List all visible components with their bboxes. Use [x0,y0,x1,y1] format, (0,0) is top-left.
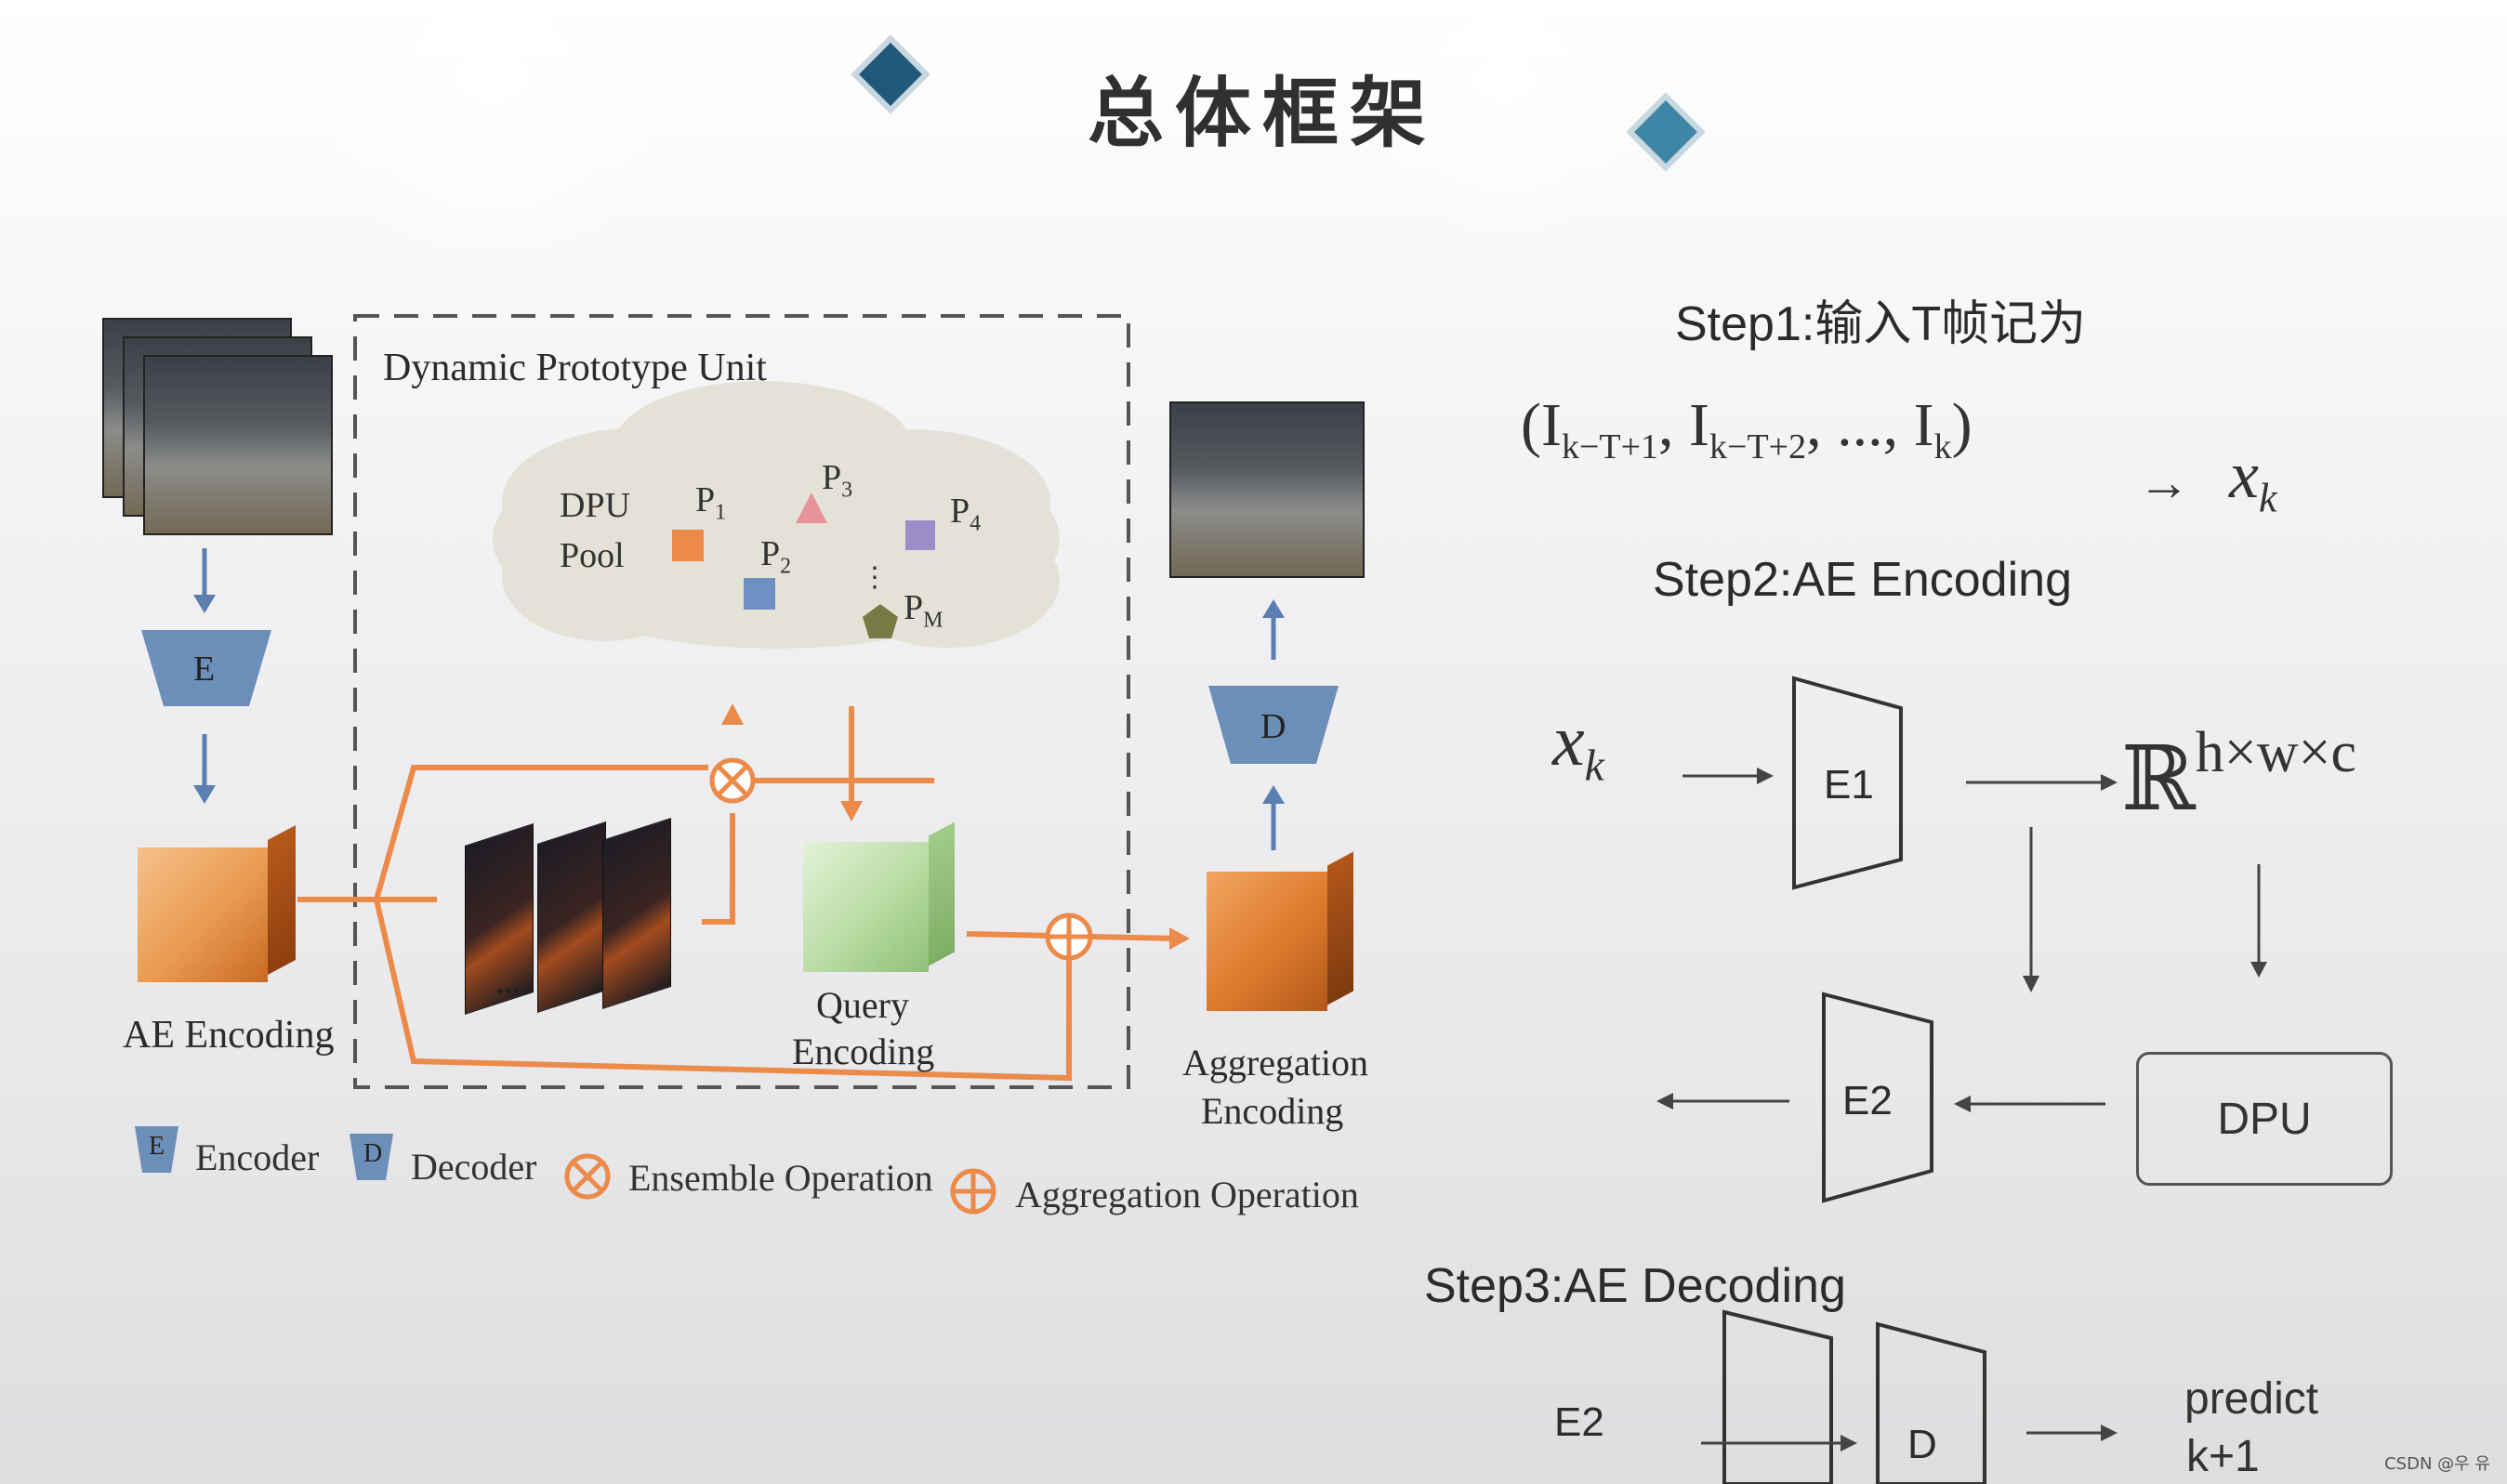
frames-ellipsis: ... [496,966,521,1002]
arrow-head [193,785,216,804]
dpu-box: DPU [2136,1052,2393,1186]
dpu-pool-line2: Pool [560,535,625,576]
legend-decoder: Decoder [411,1145,536,1189]
legend-encoder: Encoder [195,1136,319,1179]
prototype-p4-label: P4 [950,491,981,537]
step1-formula: (Ik−T+1, Ik−T+2, ..., Ik) [1521,390,1973,467]
prototype-p2-square [744,578,775,610]
prototype-dots: ⋮ [861,561,889,594]
diamond-icon [1627,93,1706,172]
arrow-head [1262,785,1285,804]
feature-map-frame [537,821,606,1013]
query-encoding-cube [803,842,929,972]
step2-heading: Step2:AE Encoding [1653,552,2072,608]
legend-decoder-letter: D [363,1139,382,1169]
feature-map-frame [602,818,671,1009]
e2-label: E2 [1842,1078,1893,1124]
prototype-p1-label: P1 [695,479,726,526]
prototype-pm-label: PM [904,587,943,634]
input-frame-image [143,355,333,535]
ae-encoding-label: AE Encoding [123,1013,334,1057]
step1-heading: Step1:输入T帧记为 [1675,284,2086,354]
legend-aggregation: Aggregation Operation [1015,1173,1359,1216]
predict-line1: predict [2184,1373,2318,1425]
legend-encoder-letter: E [149,1132,165,1162]
d-label: D [1907,1422,1937,1468]
query-label-line2: Encoding [792,1030,934,1073]
decoder-letter: D [1260,706,1286,747]
prototype-p3-label: P3 [822,457,852,504]
dpu-title: Dynamic Prototype Unit [383,346,767,390]
ae-encoding-cube [138,847,268,982]
encoder-letter: E [193,649,215,689]
step1-xk: xk [2229,437,2277,521]
prototype-p4-square [905,520,935,550]
aggregation-encoding-cube [1207,872,1327,1011]
prototype-p2-label: P2 [760,533,791,580]
arrow-head [721,703,744,725]
arrow-head [840,801,863,821]
step3-heading: Step3:AE Decoding [1424,1258,1846,1314]
arrow-head [1262,599,1285,618]
e1-label: E1 [1824,762,1874,808]
aggregation-label-line1: Aggregation [1182,1041,1368,1084]
e2-decoding-label: E2 [1554,1399,1604,1446]
arrow-head [193,595,216,613]
real-space: ℝh×w×c [2121,727,2356,831]
predict-line2: k+1 [2186,1431,2260,1482]
dpu-pool-line1: DPU [560,485,630,526]
prototype-p1-square [672,530,704,561]
arrow-head [1169,927,1190,950]
aggregation-label-line2: Encoding [1201,1089,1343,1133]
watermark: CSDN @우 유 [2384,1451,2490,1475]
e2-decoding-trapezoid [1724,1312,1831,1484]
output-frame-image [1169,401,1365,578]
legend-ensemble: Ensemble Operation [628,1156,933,1200]
query-label-line1: Query [816,983,909,1027]
step1-arrow: → [2138,453,2190,513]
